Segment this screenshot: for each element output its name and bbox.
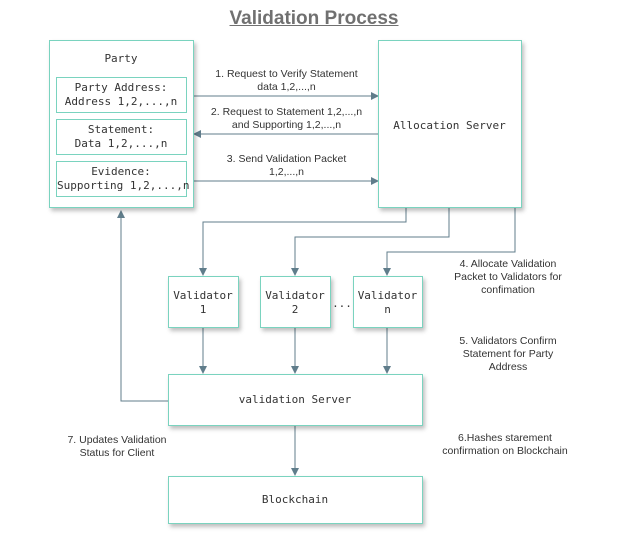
validator-n-number: n: [384, 303, 391, 316]
step-5-label: 5. Validators Confirm Statement for Part…: [438, 335, 578, 374]
step-1-label: 1. Request to Verify Statement data 1,2,…: [195, 68, 378, 94]
validator-n-text: Validator n: [354, 289, 421, 317]
step-7-label: 7. Updates Validation Status for Client: [42, 434, 192, 460]
arrow-to-validator-2: [291, 208, 450, 276]
statement-value: Data 1,2,...,n: [74, 137, 168, 150]
step-6-label: 6.Hashes starement confirmation on Block…: [425, 432, 585, 458]
statement-box: Statement: Data 1,2,...,n: [56, 119, 187, 155]
step-5-line-2: Statement for Party: [462, 348, 554, 360]
validation-server-box: validation Server: [168, 374, 423, 426]
diagram-title: Validation Process: [229, 8, 399, 29]
party-address-box: Party Address: Address 1,2,...,n: [56, 77, 187, 113]
evidence-value: Supporting 1,2,...,n: [57, 179, 190, 192]
validator-2-label: Validator: [265, 289, 325, 302]
validator-box-1: Validator 1: [168, 276, 239, 328]
step-4-label: 4. Allocate Validation Packet to Validat…: [432, 258, 584, 297]
step-3-line-1: 3. Send Validation Packet: [226, 153, 347, 165]
step-3-line-2: 1,2,...,n: [268, 166, 305, 178]
party-label: Party: [104, 52, 138, 65]
step-6-line-2: confirmation on Blockchain: [442, 445, 568, 457]
allocation-server-label: Allocation Server: [393, 119, 506, 132]
step-2-line-2: and Supporting 1,2,...,n: [231, 119, 342, 131]
step-2-label: 2. Request to Statement 1,2,...,n and Su…: [195, 106, 378, 132]
step-7-line-2: Status for Client: [79, 447, 155, 459]
validators-ellipsis: ...: [332, 297, 352, 310]
validator-2-number: 2: [291, 303, 299, 316]
blockchain-box: Blockchain: [168, 476, 423, 524]
step-5-line-3: Address: [488, 361, 528, 373]
step-3-label: 3. Send Validation Packet 1,2,...,n: [195, 153, 378, 179]
validator-n-label: Validator: [357, 289, 418, 302]
party-address-text: Party Address: Address 1,2,...,n: [57, 81, 185, 109]
evidence-box: Evidence: Supporting 1,2,...,n: [56, 161, 190, 197]
step-5-line-1: 5. Validators Confirm: [459, 335, 557, 347]
arrow-to-validator-n: [383, 208, 516, 276]
validator-box-2: Validator 2: [260, 276, 331, 328]
step-2-line-1: 2. Request to Statement 1,2,...,n: [210, 106, 363, 118]
evidence-heading: Evidence:: [91, 165, 151, 178]
step-4-line-1: 4. Allocate Validation: [459, 258, 557, 270]
party-address-heading: Party Address:: [74, 81, 168, 94]
blockchain-label: Blockchain: [261, 493, 329, 506]
step-4-line-3: confimation: [481, 284, 535, 296]
party-address-value: Address 1,2,...,n: [64, 95, 178, 108]
evidence-text: Evidence: Supporting 1,2,...,n: [57, 165, 190, 193]
allocation-server-box: Allocation Server: [378, 40, 522, 208]
arrow-validation-server-to-party: [117, 210, 168, 402]
validator-1-label: Validator: [173, 289, 233, 302]
validator-box-n: Validator n: [353, 276, 423, 328]
validator-1-text: Validator 1: [169, 289, 237, 317]
statement-heading: Statement:: [87, 123, 155, 136]
arrow-to-validator-1: [199, 208, 407, 276]
validation-server-label: validation Server: [238, 393, 352, 406]
validator-2-text: Validator 2: [261, 289, 329, 317]
step-1-line-1: 1. Request to Verify Statement: [215, 68, 358, 80]
validator-1-number: 1: [199, 303, 207, 316]
step-7-line-1: 7. Updates Validation: [67, 434, 167, 446]
step-6-line-1: 6.Hashes starement: [458, 432, 552, 444]
step-1-line-2: data 1,2,...,n: [257, 81, 316, 93]
step-4-line-2: Packet to Validators for: [454, 271, 562, 283]
statement-text: Statement: Data 1,2,...,n: [57, 123, 185, 151]
party-box: Party Party Address: Address 1,2,...,n S…: [49, 40, 194, 208]
